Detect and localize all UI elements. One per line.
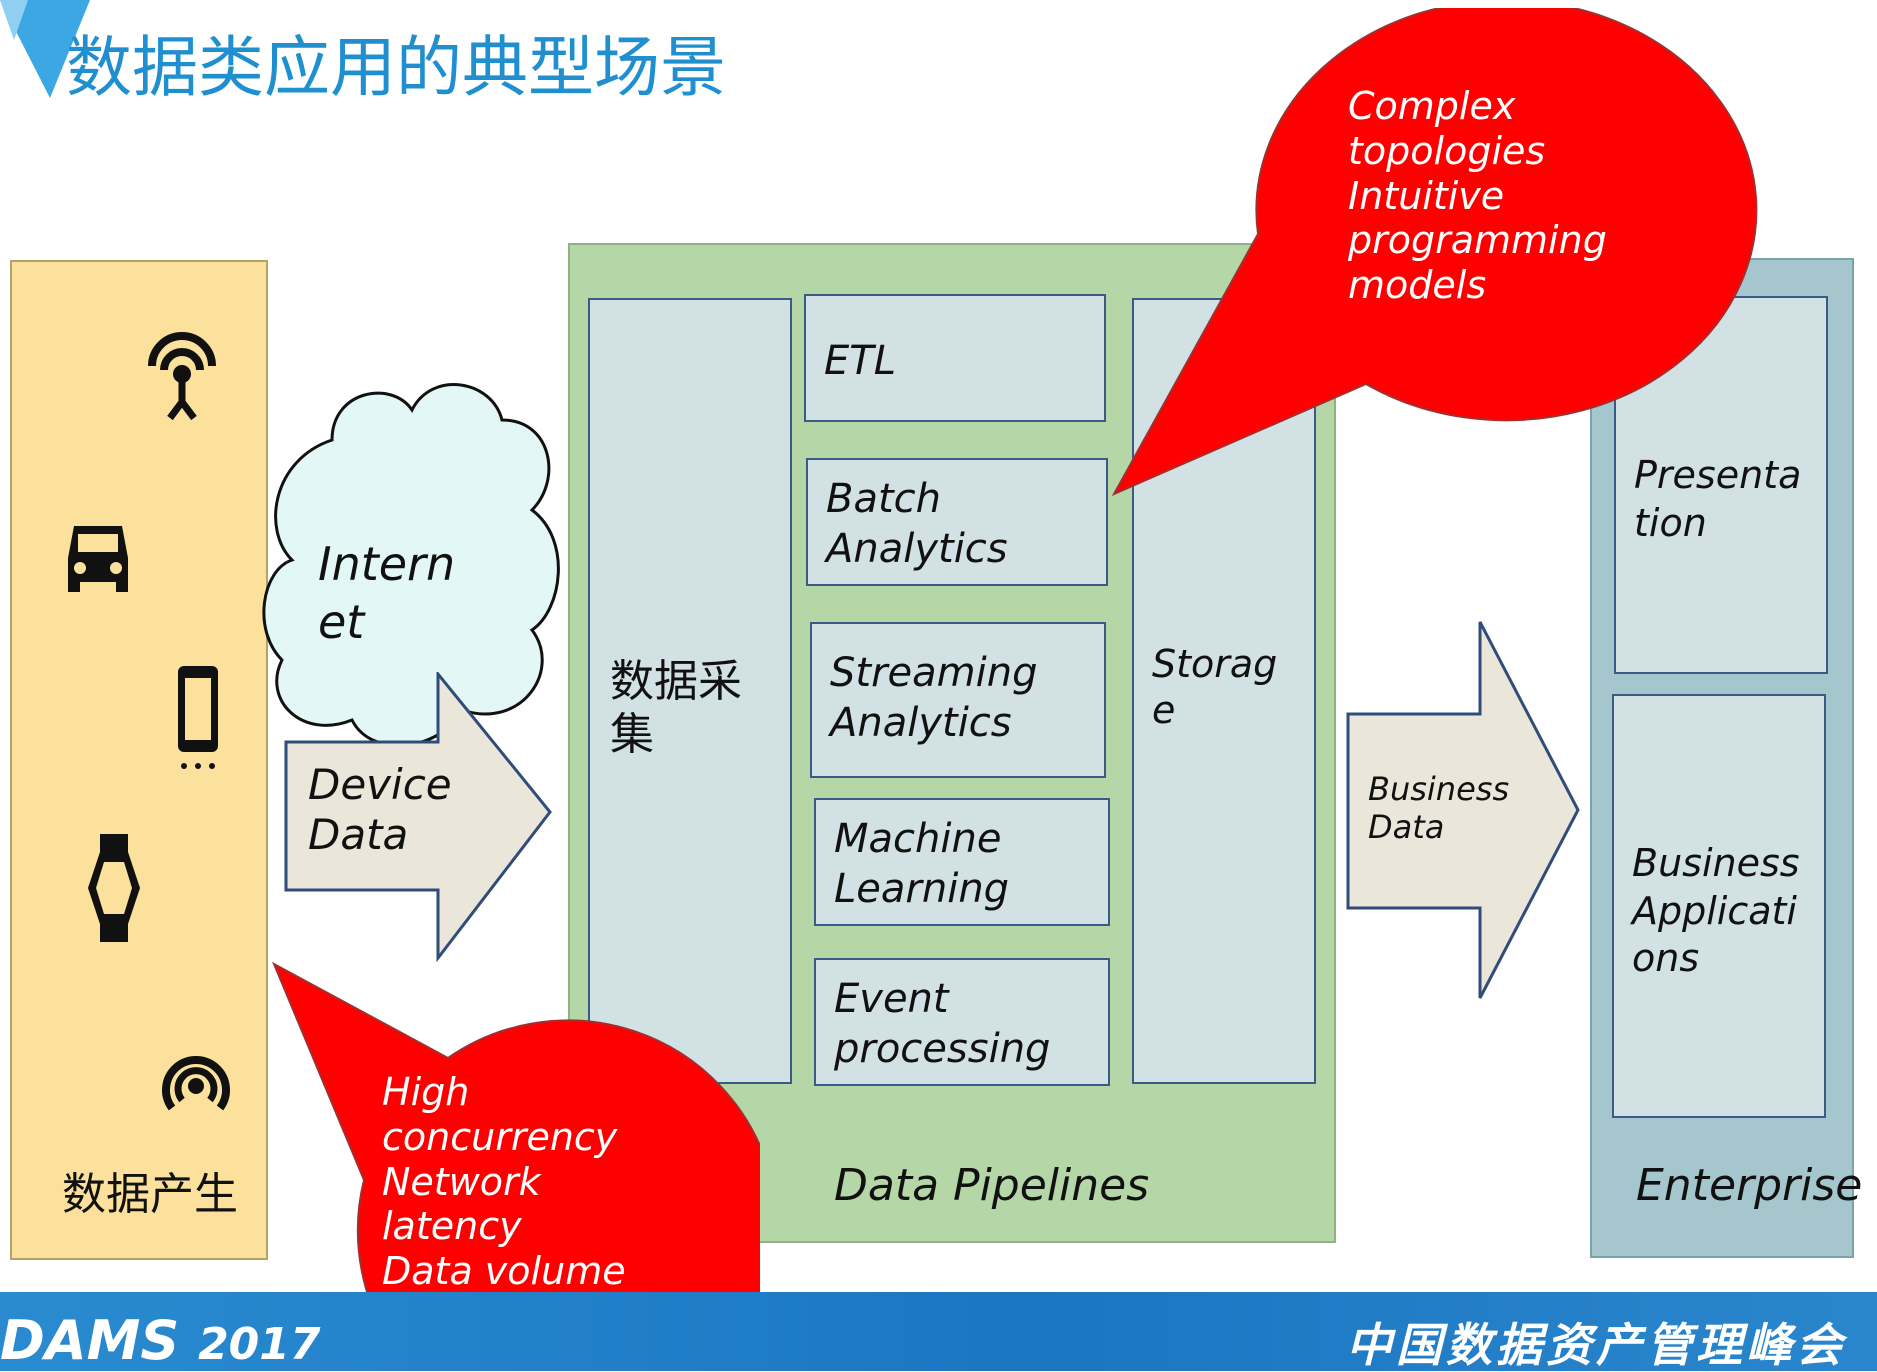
- footer-logo-text: DAMS: [0, 1309, 180, 1372]
- footer-logo: DAMS 2017: [0, 1314, 321, 1368]
- sensor-icon: [162, 1056, 230, 1111]
- footer-banner: [0, 1292, 1877, 1371]
- internet-cloud: [262, 383, 560, 747]
- antenna-icon: [148, 332, 216, 421]
- footer-org-name: 中国数据资产管理峰会: [1346, 1318, 1846, 1372]
- etl-box: ETL: [804, 294, 1106, 422]
- callout-top-text: Complex topologies Intuitive programming…: [1348, 84, 1607, 308]
- business-data-label: Business Data: [1368, 770, 1510, 847]
- data-collection-label: 数据采 集: [610, 656, 742, 760]
- storage-label: Storag e: [1152, 642, 1278, 732]
- callout-bottom-text: High concurrency Network latency Data vo…: [382, 1070, 626, 1294]
- page-title: 数据类应用的典型场景: [66, 29, 726, 106]
- device-data-label: Device Data: [308, 760, 452, 860]
- enterprise-label: Enterprise: [1636, 1160, 1863, 1211]
- data-collection-box: 数据采 集: [588, 298, 792, 1084]
- streaming-analytics-label: Streaming Analytics: [830, 650, 1038, 746]
- machine-learning-box: Machine Learning: [814, 798, 1110, 926]
- data-pipelines-label: Data Pipelines: [834, 1160, 1150, 1211]
- streaming-analytics-box: Streaming Analytics: [810, 622, 1106, 778]
- car-icon: [68, 526, 128, 592]
- batch-analytics-label: Batch Analytics: [826, 476, 1008, 572]
- etl-label: ETL: [824, 338, 896, 384]
- footer-year: 2017: [198, 1319, 321, 1370]
- device-data-arrow: [284, 672, 552, 962]
- machine-learning-label: Machine Learning: [834, 816, 1010, 912]
- event-processing-box: Event processing: [814, 958, 1110, 1086]
- phone-icon: [178, 666, 218, 769]
- title-chevron-icon: [0, 0, 90, 98]
- data-source-label: 数据产生: [62, 1169, 238, 1220]
- presentation-label: Presenta tion: [1634, 453, 1802, 545]
- watch-icon: [88, 834, 140, 942]
- business-applications-box: Business Applicati ons: [1612, 694, 1826, 1118]
- batch-analytics-box: Batch Analytics: [806, 458, 1108, 586]
- business-data-arrow: [1346, 621, 1580, 999]
- event-processing-label: Event processing: [834, 976, 1051, 1072]
- internet-label: Intern et: [318, 537, 456, 649]
- business-applications-label: Business Applicati ons: [1632, 841, 1800, 980]
- callout-bubble-top: [1111, 8, 1758, 497]
